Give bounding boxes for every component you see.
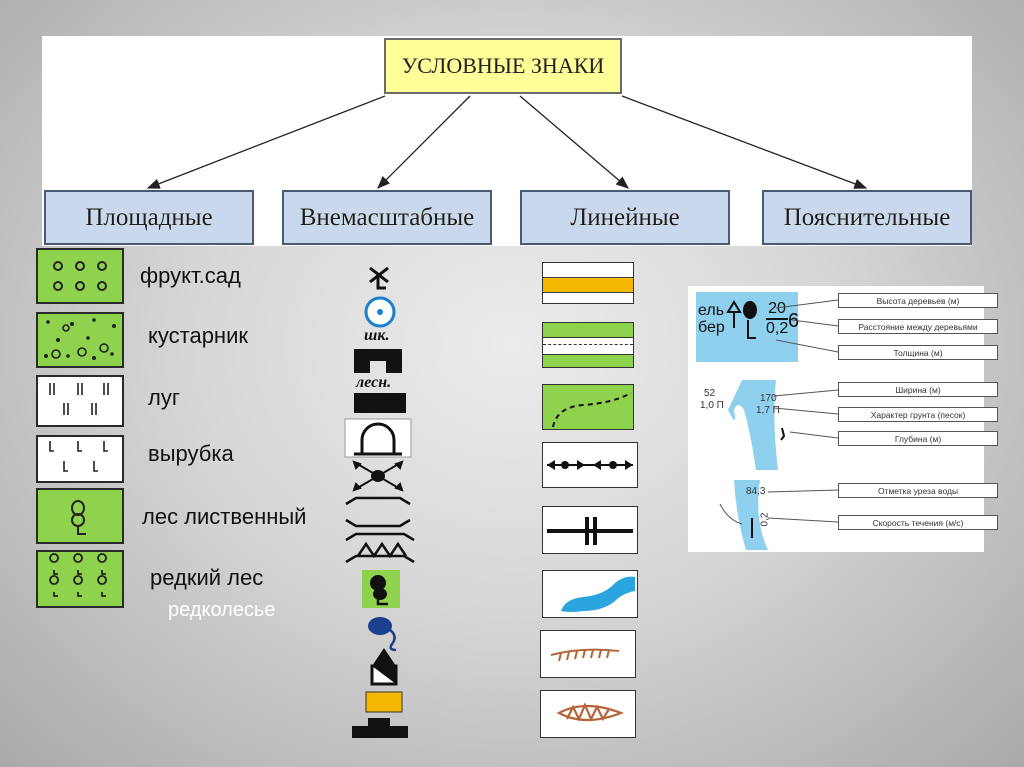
deciduous-forest-icon	[36, 488, 124, 544]
survey-point-icon	[370, 648, 398, 686]
diagram-title: УСЛОВНЫЕ ЗНАКИ	[384, 38, 622, 94]
legend-thickness: Толщина (м)	[838, 345, 998, 360]
sparse-forest-icon	[36, 550, 124, 608]
dam-icon	[345, 532, 415, 564]
windmill-icon	[369, 266, 389, 290]
legend-tree-height: Высота деревьев (м)	[838, 293, 998, 308]
school-label: шк.	[364, 327, 390, 344]
school-icon	[354, 349, 402, 373]
category-areal: Площадные	[44, 190, 254, 245]
legend-water-level: Отметка уреза воды	[838, 483, 998, 498]
areal-label-sparse: редкий лес	[150, 565, 264, 590]
legend-depth: Глубина (м)	[838, 431, 998, 446]
legend-soil: Характер грунта (песок)	[838, 407, 998, 422]
legend-flow-speed: Скорость течения (м/с)	[838, 515, 998, 530]
river-icon	[542, 570, 638, 618]
meadow-icon	[36, 375, 124, 427]
monument-icon	[352, 718, 408, 738]
tree-symbols-icon	[726, 300, 757, 339]
arrow-to-offscale	[377, 95, 471, 189]
arrow-to-explanatory	[621, 95, 868, 189]
ravine-icon	[540, 630, 636, 678]
lone-tree-icon	[362, 570, 400, 608]
field-road-icon	[542, 322, 634, 368]
power-line-icon	[542, 442, 638, 488]
areal-label-orchard: фрукт.сад	[140, 263, 241, 288]
areal-label-deciduous: лес лиственный	[142, 504, 307, 529]
bridge-arch-icon	[344, 418, 412, 458]
category-explanatory: Пояснительные	[762, 190, 972, 245]
left-bank-top: 52	[704, 388, 716, 399]
shrub-icon	[36, 312, 124, 368]
areal-label-shrub: кустарник	[148, 323, 248, 348]
tree-fraction: 20 0,2	[766, 300, 788, 338]
forestry-label: лесн.	[356, 374, 392, 391]
clearing-icon	[36, 435, 124, 483]
river-width-value: 170	[760, 393, 777, 404]
areal-label-clearing: вырубка	[148, 441, 234, 466]
embankment-icon	[345, 496, 411, 528]
areal-label-meadow: луг	[148, 385, 180, 410]
water-level-value: 84,3	[746, 486, 766, 497]
spring-icon	[368, 617, 397, 652]
legend-width: Ширина (м)	[838, 382, 998, 397]
gully-icon	[540, 690, 636, 738]
tree-species-1: ель	[698, 302, 725, 319]
kiosk-icon	[365, 691, 403, 713]
highway-icon	[542, 262, 634, 304]
pass-icon	[352, 460, 404, 492]
category-linear: Линейные	[520, 190, 730, 245]
legend-tree-distance: Расстояние между деревьями	[838, 319, 998, 334]
forest-edge-icon	[542, 384, 634, 430]
tree-distance-value: 6	[788, 310, 800, 332]
tree-species-block: ель бер	[698, 302, 725, 336]
tree-height-value: 20	[768, 300, 786, 317]
category-offscale: Внемасштабные	[282, 190, 492, 245]
river-soil-value: 1,7 П	[756, 405, 780, 416]
tree-species-2: бер	[698, 319, 725, 336]
water-level-icon	[719, 480, 768, 550]
railway-icon	[542, 506, 638, 554]
tree-thickness-value: 0,2	[766, 318, 789, 337]
left-bank-bottom: 1,0 П	[700, 400, 724, 411]
orchard-icon	[36, 248, 124, 304]
areal-label-sparse-alt: редколесье	[168, 599, 276, 621]
forestry-icon	[354, 393, 406, 413]
arrow-to-areal	[146, 95, 386, 189]
river-width-icon	[728, 380, 786, 470]
arrow-to-linear	[519, 95, 629, 189]
well-icon	[364, 296, 396, 328]
